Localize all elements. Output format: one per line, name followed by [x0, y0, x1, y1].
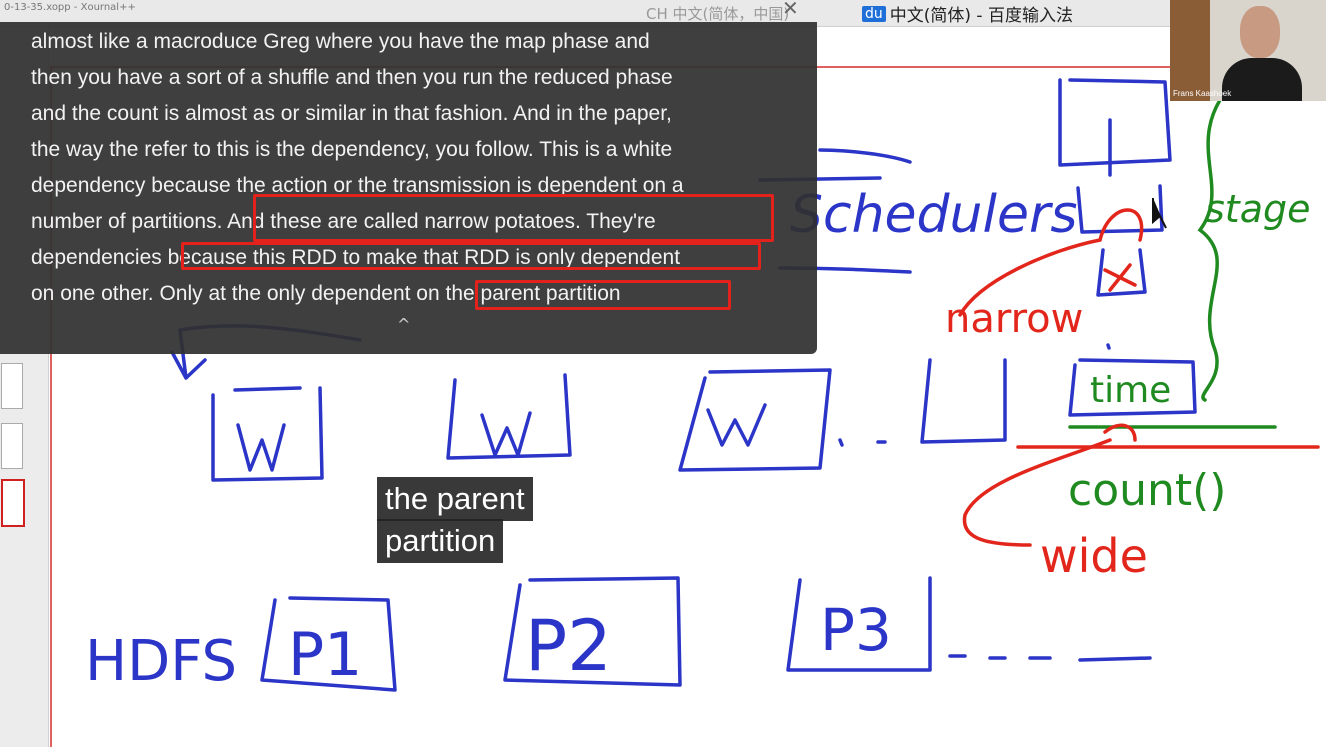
- worker-box: [211, 386, 324, 482]
- mouse-cursor-icon: [1152, 198, 1167, 229]
- page-thumbnail[interactable]: [1, 423, 23, 469]
- worker-box: [446, 373, 572, 460]
- transcript-panel: almost like a macroduce Greg where you h…: [0, 22, 817, 354]
- transcript-line: dependencies because this RDD to make th…: [31, 246, 681, 269]
- highlight-box: [475, 280, 731, 310]
- ime-status[interactable]: du 中文(简体) - 百度输入法: [862, 1, 1073, 26]
- participant-name: Frans Kaashoek: [1173, 89, 1232, 98]
- time-label: time: [1090, 370, 1171, 411]
- p1-label: P1: [288, 620, 362, 690]
- transcript-line: on one other. Only at the only dependent…: [31, 282, 621, 305]
- wide-label: wide: [1040, 529, 1148, 583]
- page-thumbnail[interactable]: [1, 363, 23, 409]
- collapse-chevron-icon[interactable]: ^: [397, 315, 411, 334]
- caption-line: the parent: [377, 477, 533, 521]
- highlight-box: [181, 242, 761, 270]
- transcript-line: number of partitions. And these are call…: [31, 210, 656, 233]
- participant-body: [1222, 58, 1302, 101]
- transcript-line: the way the refer to this is the depende…: [31, 138, 673, 161]
- p3-label: P3: [820, 596, 892, 664]
- participant-face: [1240, 6, 1280, 58]
- baidu-ime-icon: du: [862, 5, 886, 22]
- ime-name: 中文(简体) - 百度输入法: [889, 6, 1073, 26]
- bookshelf: [1170, 0, 1210, 101]
- stage-label: stage: [1205, 187, 1310, 231]
- page-thumbnail-current[interactable]: [1, 479, 25, 527]
- narrow-label: narrow: [945, 296, 1083, 342]
- hdfs-label: HDFS: [85, 629, 237, 694]
- count-label: count(): [1068, 465, 1226, 516]
- schedulers-label: Schedulers: [790, 185, 1077, 245]
- transcript-line: then you have a sort of a shuffle and th…: [31, 66, 673, 89]
- close-icon[interactable]: ✕: [782, 0, 799, 20]
- transcript-line: almost like a macroduce Greg where you h…: [31, 30, 650, 53]
- highlight-box: [253, 194, 774, 242]
- p2-label: P2: [525, 605, 612, 687]
- transcript-line: dependency because the action or the tra…: [31, 174, 684, 197]
- webcam-thumbnail[interactable]: Frans Kaashoek: [1170, 0, 1326, 101]
- transcript-line: and the count is almost as or similar in…: [31, 102, 672, 125]
- caption-line: partition: [377, 519, 504, 563]
- window-title: 0-13-35.xopp - Xournal++: [4, 2, 136, 13]
- ime-indicator[interactable]: CH 中文(简体，中国): [646, 5, 790, 23]
